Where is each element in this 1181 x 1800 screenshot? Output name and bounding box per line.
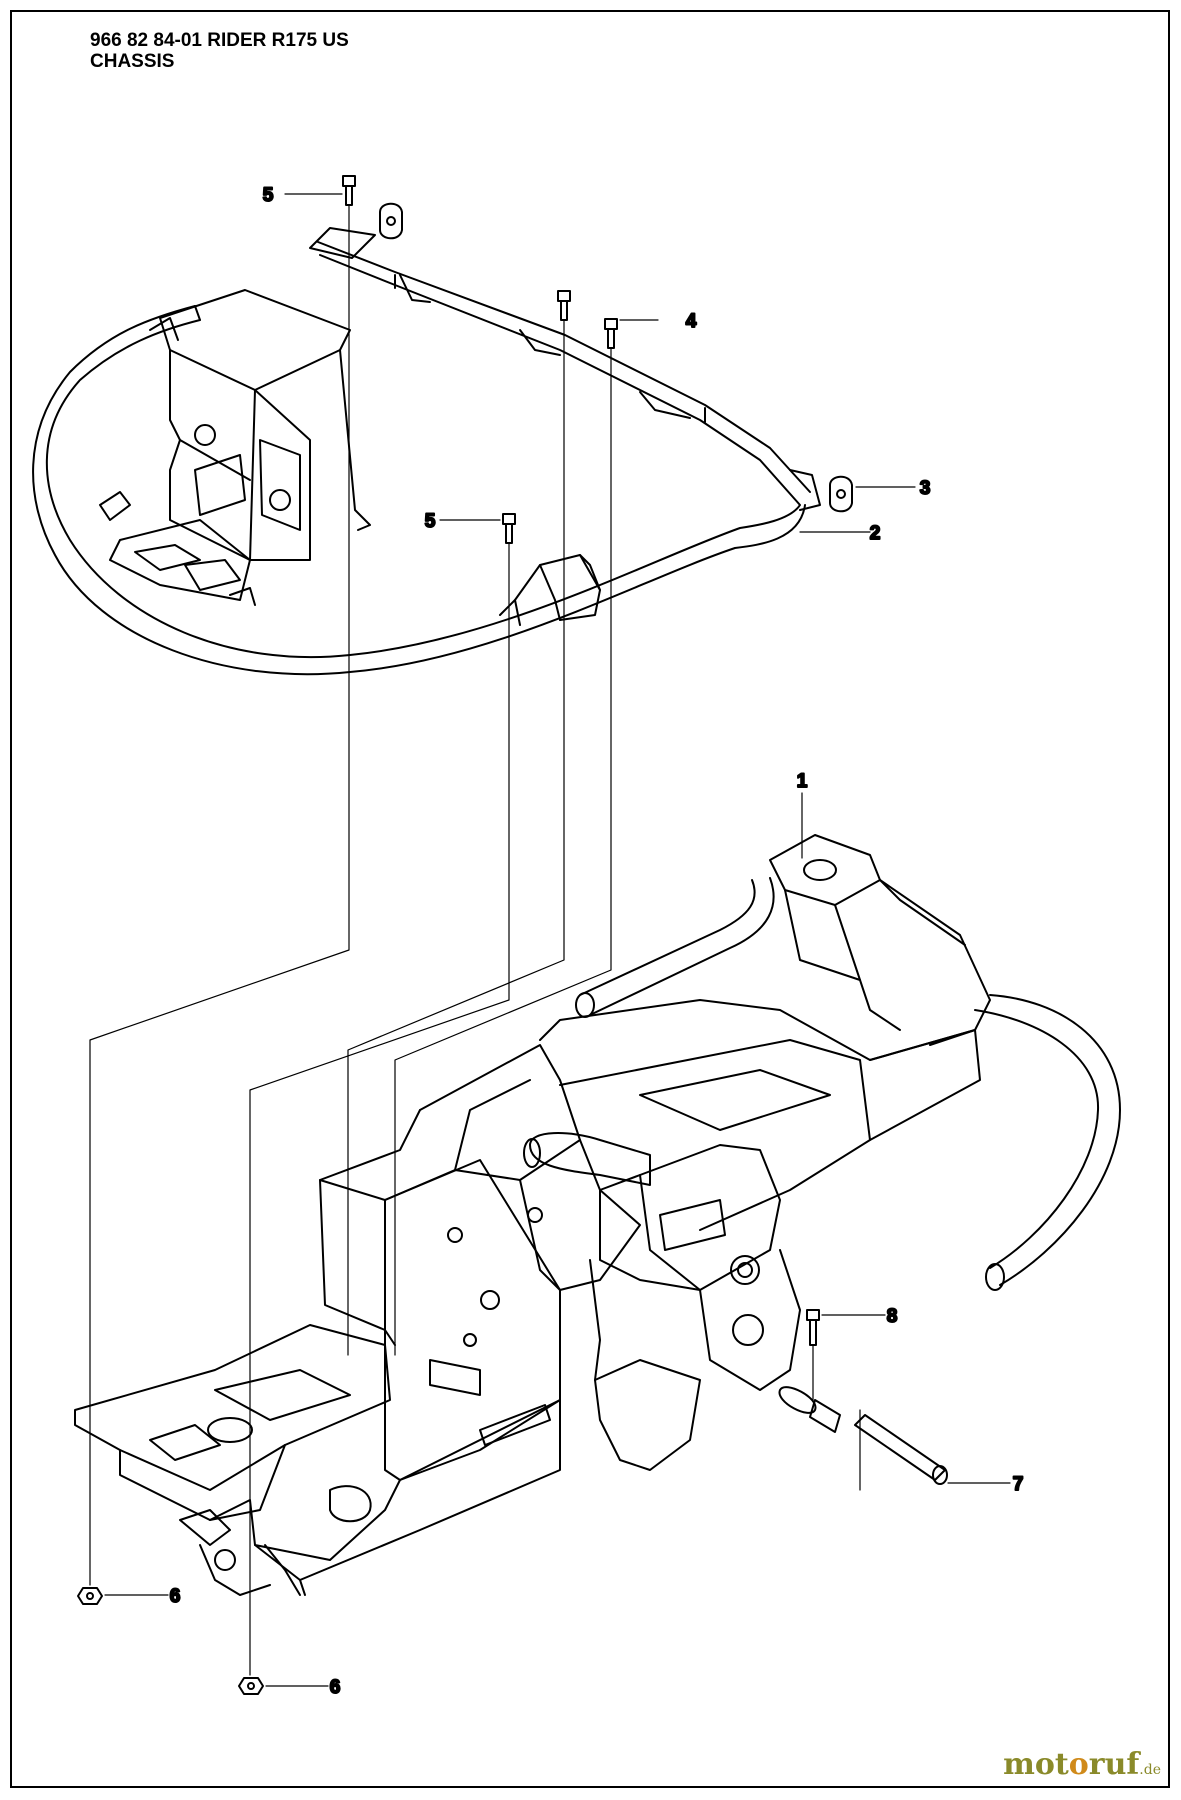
leader-lines <box>89 193 1011 1687</box>
model-line: 966 82 84-01 RIDER R175 US <box>90 30 349 51</box>
bolt-part-5-upper <box>342 175 356 206</box>
main-chassis-part-1 <box>74 834 1121 1596</box>
watermark-brand-end: ruf <box>1088 1747 1140 1782</box>
callout-3: 3 <box>920 478 931 499</box>
callout-1: 1 <box>797 771 808 792</box>
diagram-header: 966 82 84-01 RIDER R175 US CHASSIS <box>90 30 349 72</box>
callout-8: 8 <box>887 1306 898 1327</box>
page-frame <box>10 10 1170 1788</box>
bumper-frame-part-2 <box>32 227 821 676</box>
callout-6-right: 6 <box>330 1677 341 1698</box>
watermark-brand-start: mot <box>1003 1747 1069 1782</box>
nut-part-6-left <box>77 1587 103 1605</box>
callout-5-lower: 5 <box>425 511 436 532</box>
section-title: CHASSIS <box>90 51 175 72</box>
bolt-part-4-left <box>557 290 571 321</box>
center-mount-bracket <box>499 554 601 626</box>
watermark-tld: .de <box>1139 1762 1161 1778</box>
callout-6-left: 6 <box>170 1586 181 1607</box>
grommet-part-3-left <box>379 202 403 240</box>
bolt-part-4-right <box>604 318 618 349</box>
nut-part-6-right <box>238 1677 264 1695</box>
callout-5-upper: 5 <box>263 185 274 206</box>
watermark-logo: motoruf.de <box>1003 1747 1161 1782</box>
bolt-part-8 <box>806 1309 820 1346</box>
callout-2: 2 <box>870 523 881 544</box>
callout-4: 4 <box>686 311 697 332</box>
seat-plate-bracket <box>99 289 371 606</box>
callout-7: 7 <box>1013 1474 1024 1495</box>
grommet-part-3-right <box>829 475 853 513</box>
bolt-part-5-lower <box>502 513 516 544</box>
watermark-brand-o: o <box>1068 1747 1089 1782</box>
axle-pin-part-7 <box>778 1386 948 1485</box>
